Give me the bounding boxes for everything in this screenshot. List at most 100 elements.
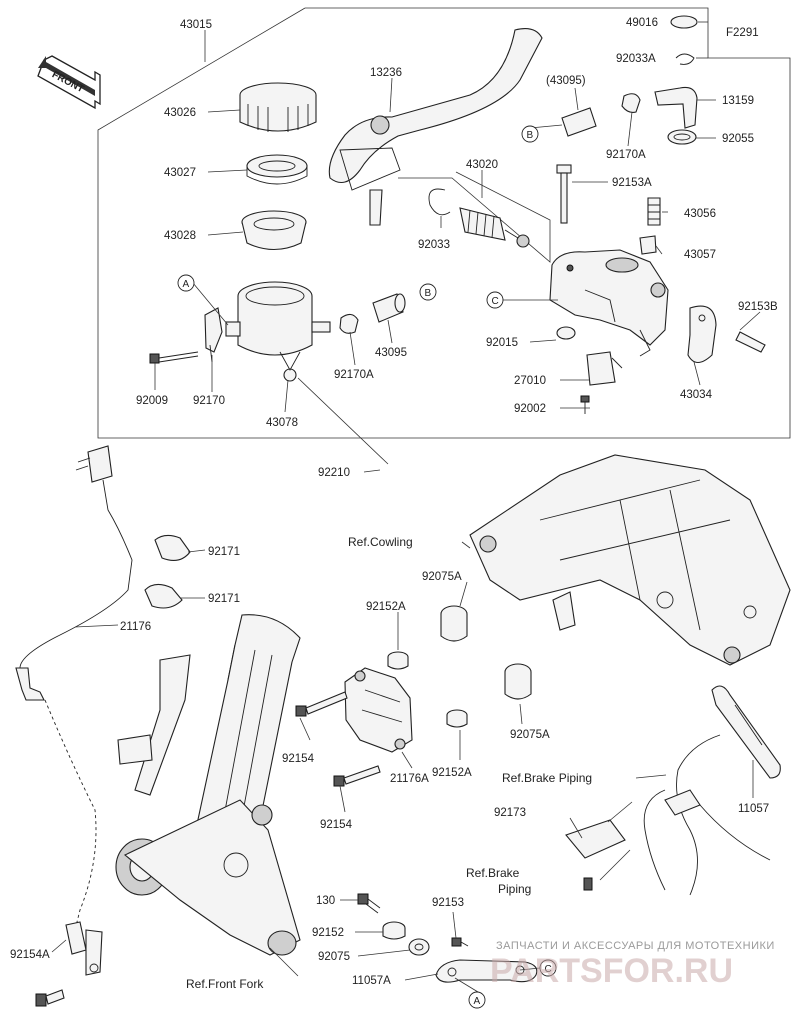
- screw-92009: [149, 351, 199, 364]
- watermark-line1: ЗАПЧАСТИ И АКСЕССУАРЫ ДЛЯ МОТОТЕХНИКИ: [496, 940, 775, 952]
- bolt-130: [357, 893, 381, 914]
- brake-lever: [328, 28, 543, 226]
- label-92171-top: 92171: [208, 546, 240, 558]
- circle-A1: A: [177, 274, 195, 292]
- label-43020: 43020: [466, 159, 498, 171]
- fitting-13159: [654, 86, 698, 129]
- screw-92002: [580, 395, 590, 414]
- label-92152: 92152: [312, 927, 344, 939]
- ref-brake-piping-1: Ref.Brake Piping: [502, 771, 592, 785]
- reference-circles: A B B C A C: [177, 125, 557, 1009]
- bolt-92153B: [735, 331, 766, 353]
- front-arrow-icon: FRONT: [37, 55, 101, 110]
- svg-text:A: A: [183, 279, 190, 290]
- label-43078: 43078: [266, 417, 298, 429]
- grommet-92075A-bot: [504, 663, 532, 700]
- clamp-92171-bot: [144, 583, 183, 609]
- watermark-line2: PARTSFOR.RU: [490, 952, 733, 990]
- stay-11057A: [435, 959, 538, 983]
- label-92154A: 92154A: [10, 949, 50, 961]
- front-fork: [115, 614, 301, 956]
- switch-27010: [586, 351, 623, 386]
- hose-43095-top: [561, 107, 597, 137]
- hose-43095: [372, 293, 406, 323]
- cap-43057: [639, 235, 657, 255]
- label-21176A: 21176A: [390, 773, 429, 785]
- circle-A2: A: [468, 991, 486, 1009]
- label-92075: 92075: [318, 951, 350, 963]
- label-92154-top: 92154: [282, 753, 315, 765]
- label-43057: 43057: [684, 249, 716, 261]
- ref-brake-piping-2a: Ref.Brake: [466, 866, 520, 880]
- label-13159: 13159: [722, 95, 754, 107]
- label-43026: 43026: [164, 107, 196, 119]
- oring-92055: [667, 129, 697, 145]
- label-92170A-top: 92170A: [606, 149, 646, 161]
- grommet-92075A-top: [440, 605, 468, 642]
- leader-lines: [51, 21, 761, 993]
- collar-92152A-top: [387, 651, 409, 670]
- label-92033: 92033: [418, 239, 450, 251]
- label-92055: 92055: [722, 133, 754, 145]
- clip-92033A: [675, 53, 695, 65]
- bolt-92154-bot: [333, 765, 381, 787]
- bolt-92154A: [35, 989, 65, 1007]
- label-21176: 21176: [120, 621, 151, 633]
- circlip-92033: [428, 188, 451, 216]
- label-92154-bot: 92154: [320, 819, 353, 831]
- stay-11057: [711, 685, 781, 779]
- reference-labels: Ref.Cowling Ref.Brake Piping Ref.Brake P…: [186, 535, 592, 991]
- label-92009: 92009: [136, 395, 168, 407]
- svg-text:B: B: [425, 288, 432, 299]
- pivot-bolt-92153A: [556, 164, 572, 224]
- ref-cowling: Ref.Cowling: [348, 535, 413, 549]
- label-43056: 43056: [684, 208, 716, 220]
- collar-92152: [382, 921, 406, 940]
- grommet-92075: [408, 938, 430, 956]
- label-92210: 92210: [318, 467, 350, 479]
- label-92033A: 92033A: [616, 53, 656, 65]
- label-92153A: 92153A: [612, 177, 652, 189]
- label-43095-paren: (43095): [546, 75, 586, 87]
- label-92153B: 92153B: [738, 301, 778, 313]
- circle-B2: B: [521, 125, 539, 143]
- label-43028: 43028: [164, 230, 196, 242]
- abs-sensor-21176A: [344, 667, 413, 753]
- label-92170A: 92170A: [334, 369, 374, 381]
- master-cylinder-body: [549, 249, 669, 357]
- nut-92015: [556, 326, 576, 340]
- label-43034: 43034: [680, 389, 713, 401]
- watermark: ЗАПЧАСТИ И АКСЕССУАРЫ ДЛЯ МОТОТЕХНИКИ PA…: [490, 940, 775, 990]
- holder-43034: [687, 305, 717, 364]
- washer-49016: [670, 15, 698, 29]
- circle-C2: C: [539, 959, 557, 977]
- svg-text:C: C: [492, 296, 499, 307]
- label-130: 130: [316, 895, 335, 907]
- clamp-92170A: [339, 313, 359, 334]
- clamp-92173: [565, 819, 626, 891]
- reservoir-cap: [239, 82, 317, 132]
- piston-assembly: [398, 171, 551, 263]
- ref-brake-piping-2b: Piping: [498, 882, 531, 896]
- mounting-bracket: [469, 454, 791, 666]
- bolt-92153: [451, 937, 469, 947]
- diagram-code: F2291: [726, 27, 759, 39]
- reservoir-body: [225, 281, 331, 382]
- label-43015: 43015: [180, 19, 212, 31]
- bleeder-43056: [647, 197, 661, 226]
- assembly-frame: [97, 7, 791, 439]
- svg-text:B: B: [527, 130, 534, 141]
- collar-92152A-bot: [446, 709, 468, 728]
- label-49016: 49016: [626, 17, 658, 29]
- svg-text:A: A: [474, 996, 481, 1007]
- label-11057A: 11057A: [352, 975, 391, 987]
- reservoir-diaphragm: [241, 210, 307, 251]
- label-92153: 92153: [432, 897, 464, 909]
- label-92170: 92170: [193, 395, 225, 407]
- label-43095: 43095: [375, 347, 407, 359]
- label-92075A-top: 92075A: [422, 571, 462, 583]
- part-labels: 43015 43026 43027 43028 13236 43020 9203…: [10, 17, 778, 987]
- clamp-92171-top: [154, 534, 191, 561]
